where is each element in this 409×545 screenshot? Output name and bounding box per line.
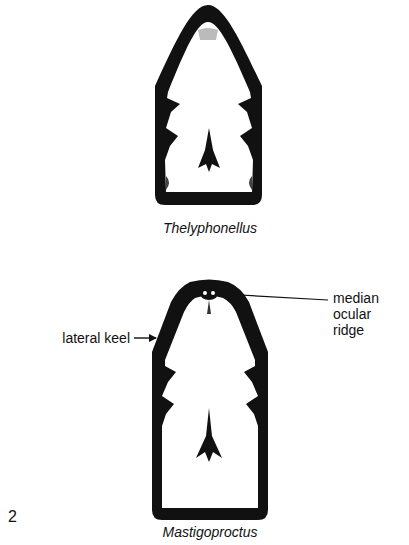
part-label: lateral keel xyxy=(62,330,130,346)
species-name: Mastigoproctus xyxy=(163,524,258,540)
thelyphonellus-carapace xyxy=(155,5,262,205)
part-label: median ocular ridge xyxy=(333,290,395,338)
leader-line xyxy=(222,294,328,300)
figure-number: 2 xyxy=(8,508,17,526)
mastigoproctus-carapace xyxy=(152,280,268,521)
leader-arrow xyxy=(134,337,156,338)
species-name: Thelyphonellus xyxy=(163,220,257,236)
